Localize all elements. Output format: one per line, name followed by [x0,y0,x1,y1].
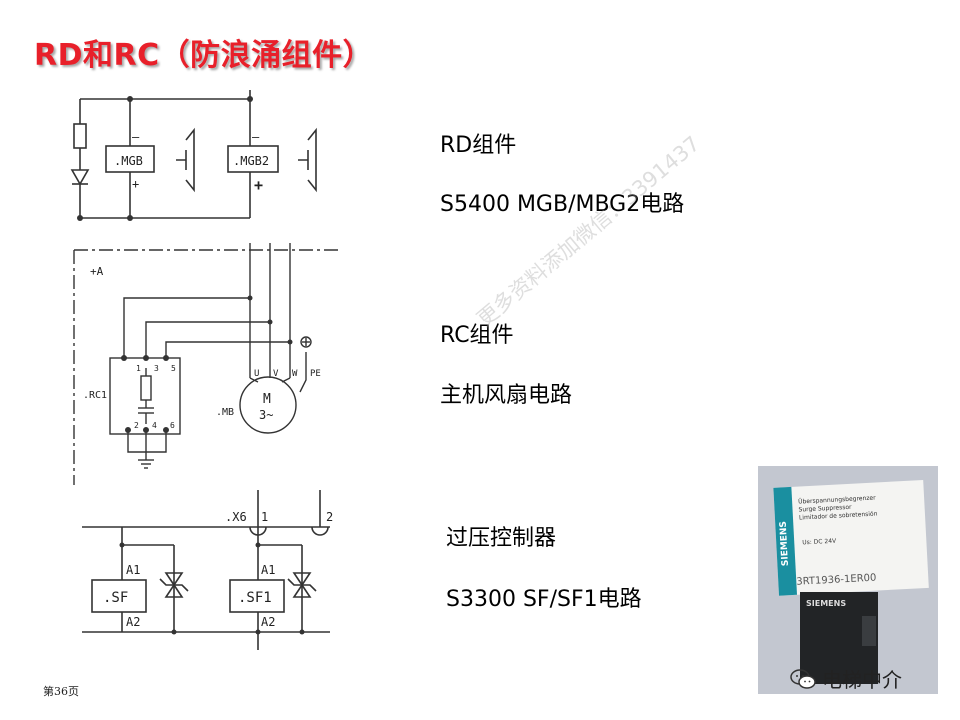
product-photo: Überspannungsbegrenzer Surge Suppressor … [758,466,938,694]
mgb-coil [105,145,155,173]
rc-circuit: 主机风扇电路 [440,383,573,408]
sf-a1: A1 [126,563,140,577]
mb-label: .MB [216,407,234,418]
ov-title: 过压控制器 [446,526,557,551]
v-label: V [273,369,279,379]
page-title: RD和RC（防浪涌组件） [34,38,374,73]
mgb2-label: .MGB2 [233,154,269,168]
box-brand: SIEMENS [779,521,791,567]
mgb-plus: + [132,177,139,191]
term-3: 3 [154,364,159,373]
rc-title: RC组件 [440,323,514,348]
rd-diode [70,169,90,186]
mgb2-coil [227,145,279,173]
mgb2-minus: – [252,130,260,144]
mb-motor [239,376,297,434]
box-part-no: 3RT1936-1ER00 [796,573,877,588]
sf1-a1: A1 [261,563,275,577]
term-6: 6 [170,421,175,430]
sf-label: .SF [103,590,128,606]
box-voltage: Us: DC 24V [802,538,837,547]
device-brand: SIEMENS [806,599,846,608]
x6-1-label: 1 [261,510,268,524]
ov-circuit: S3300 SF/SF1电路 [446,587,642,612]
motor-m-label: M [263,392,271,407]
page-number: 第36页 [43,685,79,698]
sf-suppressor [164,572,184,598]
box-text-1: Überspannungsbegrenzer [798,494,876,505]
rc1-resistor [140,375,152,401]
sf1-label: .SF1 [238,590,272,606]
box-text-3: Limitador de sobretensión [799,510,878,521]
x6-2-label: 2 [326,510,333,524]
rc1-label: .RC1 [83,390,107,401]
footer-brand: 电梯中介 [790,664,902,693]
motor-3-label: 3~ [259,408,273,422]
sf-coil [91,579,147,613]
term-1: 1 [136,364,141,373]
rd-resistor [73,123,87,149]
plus-a-label: +A [90,265,104,278]
mgb2-plus: + [254,176,263,194]
rd-circuit: S5400 MGB/MBG2电路 [440,192,685,217]
x6-label: .X6 [225,510,247,524]
term-5: 5 [171,364,176,373]
mgb-label: .MGB [114,154,143,168]
mgb-minus: – [132,130,140,144]
term-4: 4 [152,421,157,430]
box-text-2: Surge Suppressor [798,504,852,514]
pe-label: PE [310,369,321,379]
product-box [773,479,929,596]
product-box-stripe [773,486,798,596]
sf1-a2: A2 [261,615,275,629]
w-label: W [292,369,298,379]
product-photo-drawing: Überspannungsbegrenzer Surge Suppressor … [758,466,938,694]
footer-brand-text: 电梯中介 [822,668,902,692]
u-label: U [254,369,259,379]
term-2: 2 [134,421,139,430]
mgb2-brake [307,127,317,193]
mgb-brake [185,127,195,193]
rd-title: RD组件 [440,133,517,158]
wechat-icon [790,668,816,689]
sf1-suppressor [292,572,312,598]
sf-a2: A2 [126,615,140,629]
sf1-coil [229,579,285,613]
